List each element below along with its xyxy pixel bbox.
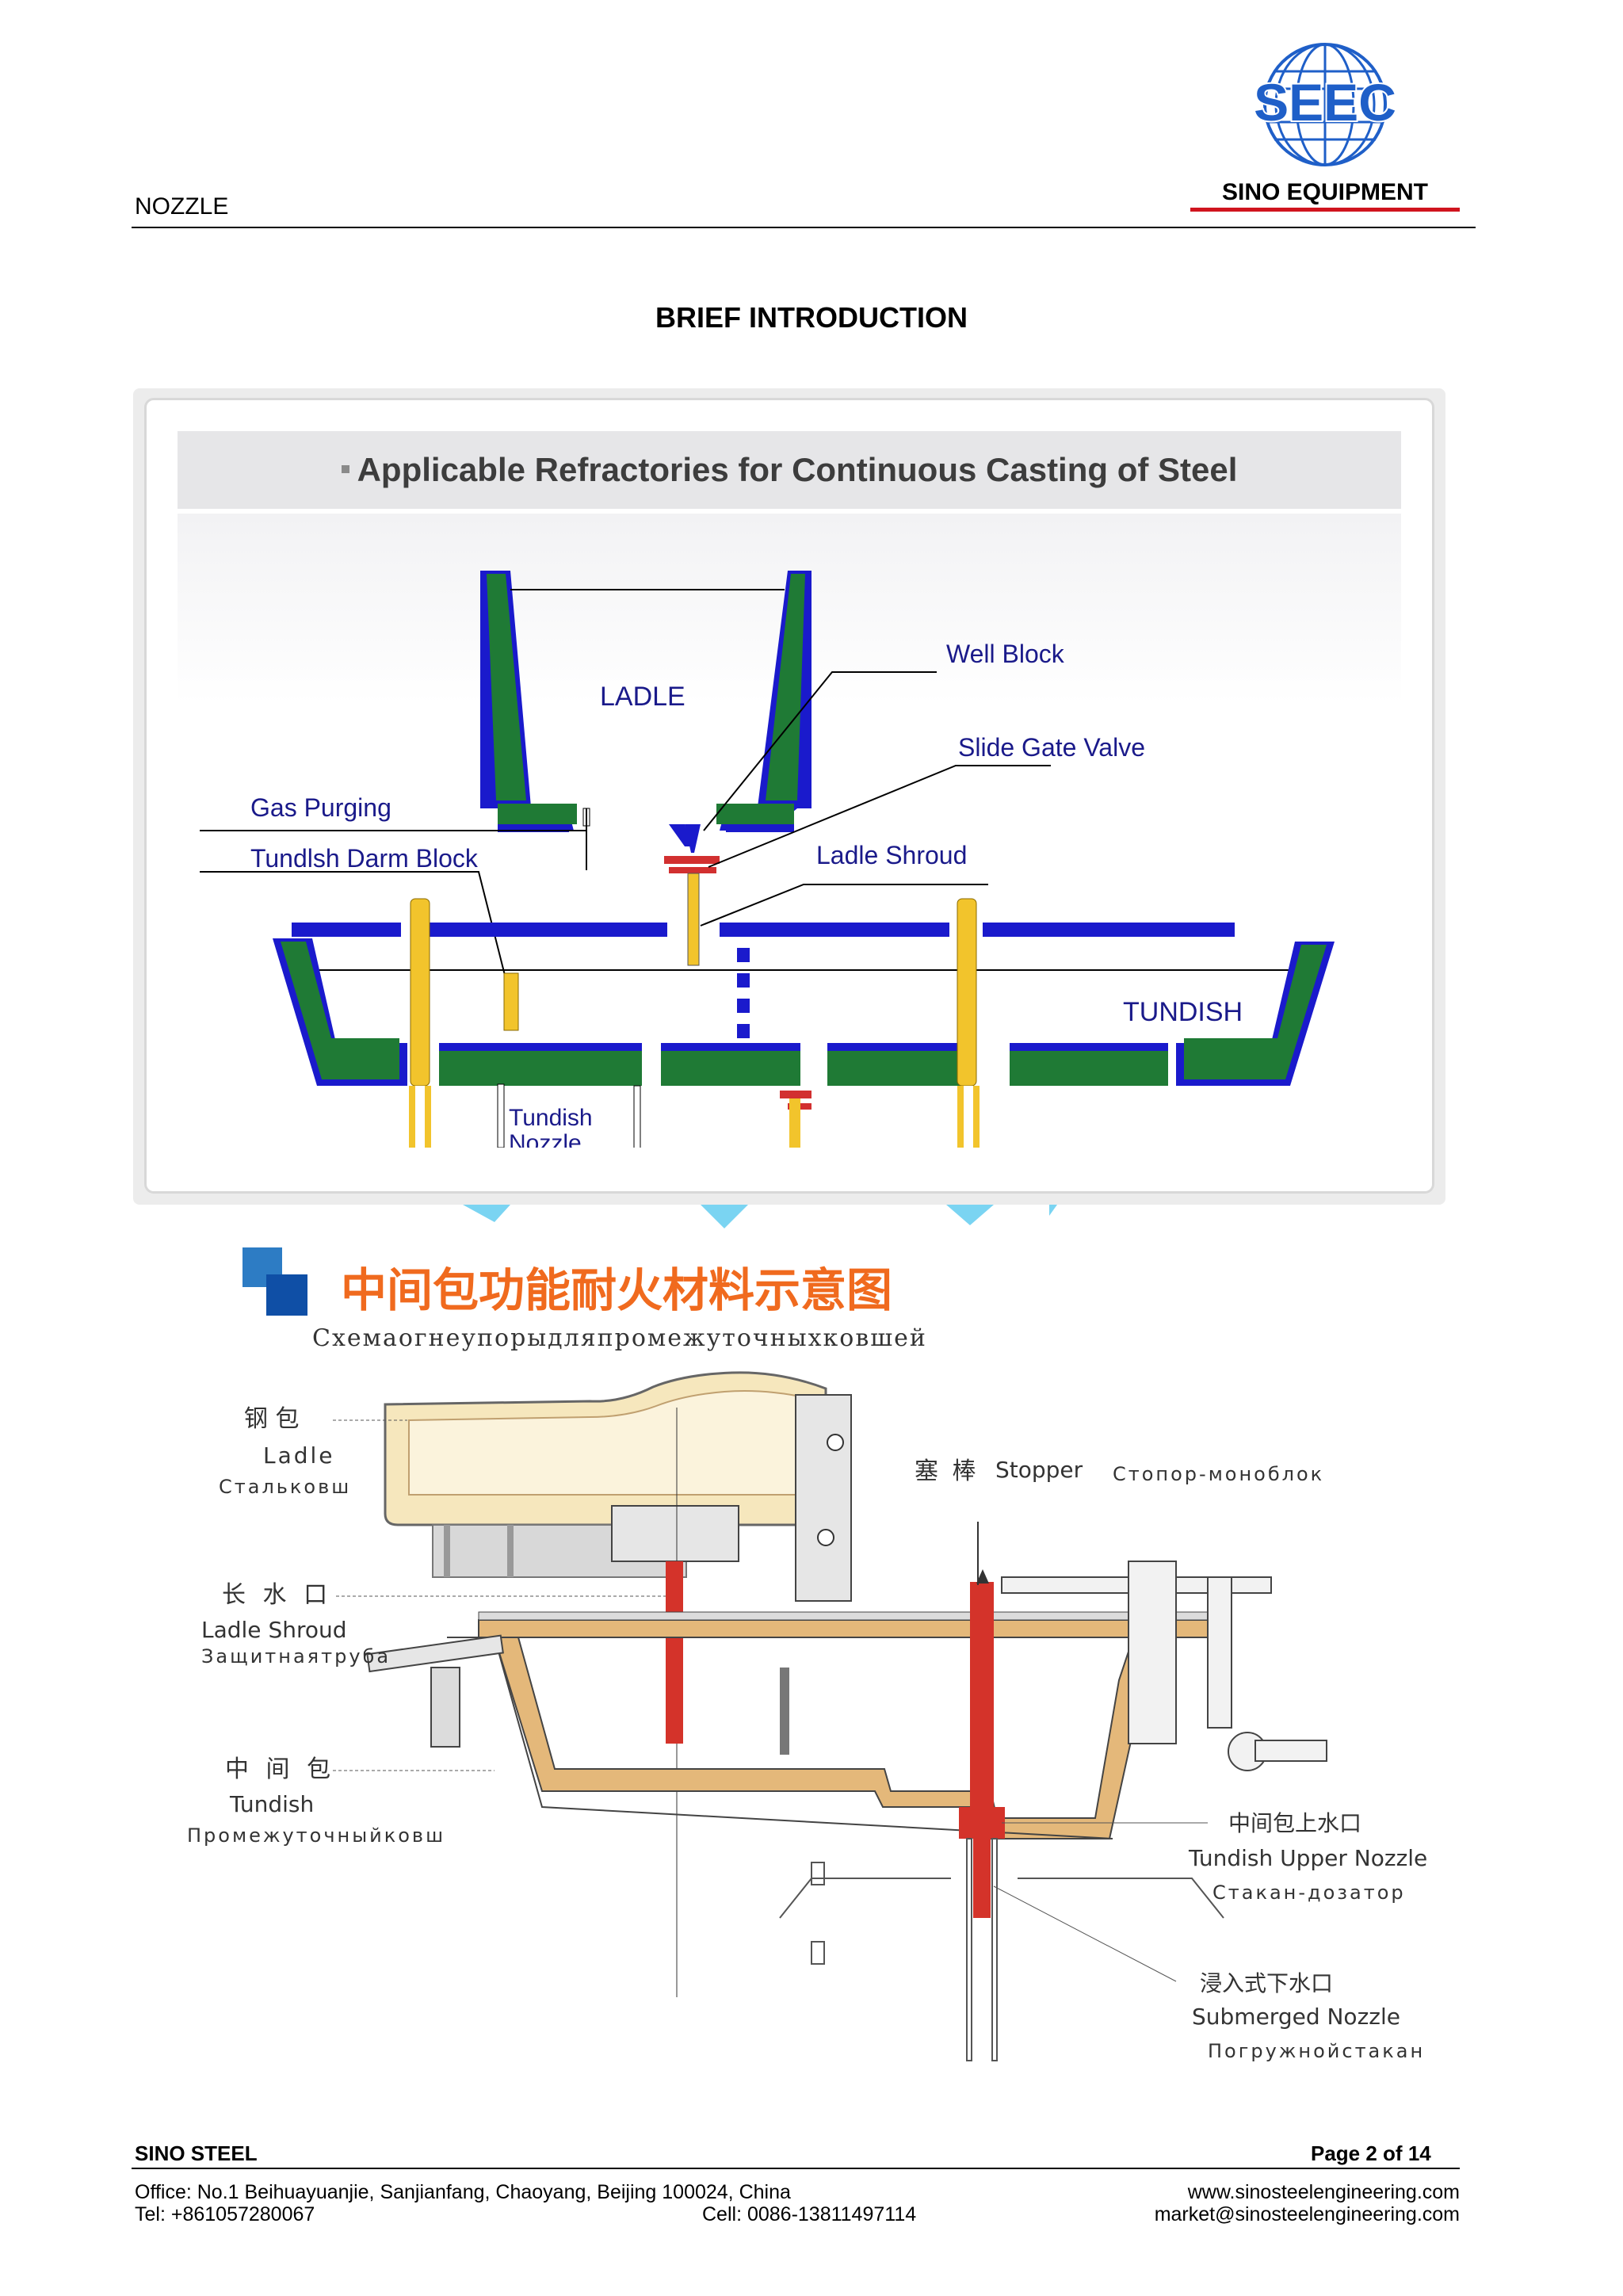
label-tundish-cn: 中 间 包 bbox=[225, 1755, 335, 1783]
label-ladle: LADLE bbox=[600, 682, 685, 712]
label-tundish-en: Tundish bbox=[229, 1791, 314, 1817]
cell-phone: Cell: 0086-13811497114 bbox=[702, 2203, 917, 2225]
document-title: NOZZLE bbox=[135, 193, 229, 220]
nozzle-drawing bbox=[959, 1807, 1005, 2061]
footer-company: SINO STEEL bbox=[135, 2141, 258, 2165]
figure2-title-cn: 中间包功能耐火材料示意图 bbox=[341, 1263, 892, 1317]
label-submerged-en: Submerged Nozzle bbox=[1192, 2004, 1400, 2030]
label-ladle-ru: Стальковш bbox=[219, 1476, 351, 1498]
label-submerged-cn: 浸入式下水口 bbox=[1200, 1970, 1333, 1996]
seec-logo: SEEC SINO EQUIPMENT bbox=[1190, 43, 1460, 212]
tundish-refractories-diagram: 中间包功能耐火材料示意图 Схемаогнеупорыдляпромежуточ… bbox=[187, 1205, 1427, 2062]
mould-drawing bbox=[779, 1862, 1224, 1965]
header-rule bbox=[132, 227, 1476, 228]
logo-caption: SINO EQUIPMENT bbox=[1222, 179, 1428, 205]
stopper-labels: 塞 棒 Stopper Стопор-моноблок bbox=[915, 1457, 1324, 1485]
right-leaders bbox=[993, 1822, 1208, 1982]
label-stopper-cn: 塞 棒 bbox=[915, 1457, 980, 1485]
label-tundish-nozzle: Tundish bbox=[509, 1105, 593, 1131]
label-shroud-en: Ladle Shroud bbox=[201, 1617, 347, 1643]
label-upper-nozzle-cn: 中间包上水口 bbox=[1228, 1810, 1361, 1836]
steel-stream bbox=[737, 948, 750, 1038]
label-upper-nozzle-en: Tundish Upper Nozzle bbox=[1188, 1845, 1427, 1871]
email-link[interactable]: market@sinosteelengineering.com bbox=[1154, 2203, 1460, 2225]
stopper-mechanism bbox=[1001, 1561, 1327, 1771]
label-shroud-cn: 长 水 口 bbox=[222, 1581, 332, 1609]
tundish-cover bbox=[288, 923, 1303, 971]
title-icon bbox=[242, 1247, 307, 1316]
logo-underline bbox=[1190, 208, 1460, 212]
figure1-title-text: Applicable Refractories for Continuous C… bbox=[357, 451, 1238, 488]
label-ladle-en: Ladle bbox=[263, 1442, 335, 1469]
left-labels: 钢 包 Ladle Стальковш 长 水 口 Ladle Shroud З… bbox=[187, 1405, 445, 1847]
label-tundish: TUNDISH bbox=[1123, 997, 1243, 1027]
label-shroud-ru: Защитнаятруба bbox=[201, 1645, 391, 1668]
tundish-drawing bbox=[366, 1611, 1229, 1839]
label-ladle-shroud: Ladle Shroud bbox=[816, 841, 967, 869]
office-address: Office: No.1 Beihuayuanjie, Sanjianfang,… bbox=[135, 2181, 791, 2203]
label-tundish-dam-block: Tundlsh Darm Block bbox=[250, 844, 479, 873]
label-stopper-en: Stopper bbox=[995, 1457, 1083, 1483]
figure2-title-ru: Схемаогнеупорыдляпромежуточныхковшей bbox=[312, 1324, 927, 1352]
label-ladle-cn: 钢 包 bbox=[244, 1405, 300, 1433]
telephone: Tel: +861057280067 bbox=[135, 2203, 315, 2225]
label-well-block: Well Block bbox=[946, 640, 1065, 668]
leader-lines bbox=[200, 671, 1051, 998]
footer-rule bbox=[132, 2168, 1460, 2169]
left-leaders bbox=[333, 1419, 666, 1771]
figure1-title: Applicable Refractories for Continuous C… bbox=[178, 431, 1401, 509]
ladle-shroud-drawing bbox=[666, 1561, 683, 1744]
label-tundish-ru: Промежуточныйковш bbox=[187, 1824, 445, 1847]
label-stopper-ru: Стопор-моноблок bbox=[1113, 1463, 1324, 1485]
logo-text: SEEC bbox=[1254, 73, 1396, 132]
section-title: BRIEF INTRODUCTION bbox=[655, 301, 968, 334]
label-tundish-nozzle-cut: Nozzle bbox=[509, 1130, 582, 1148]
tundish-nozzles bbox=[409, 1083, 980, 1148]
continuous-casting-diagram: LADLE Well Block Slide Gate Valve Gas Pu… bbox=[178, 514, 1401, 1148]
ladle-shape bbox=[480, 571, 812, 966]
watermark bbox=[463, 1205, 1057, 1228]
dam-block bbox=[503, 972, 519, 1031]
stopper-rods bbox=[410, 898, 977, 1087]
page-number: Page 2 of 14 bbox=[1311, 2141, 1431, 2165]
label-upper-nozzle-ru: Стакан-дозатор bbox=[1212, 1881, 1406, 1904]
bullet-icon bbox=[341, 464, 349, 473]
ladle-drawing bbox=[384, 1371, 852, 1997]
right-labels: 中间包上水口 Tundish Upper Nozzle Стакан-дозат… bbox=[1188, 1810, 1427, 2062]
label-submerged-ru: Погружнойстакан bbox=[1208, 2040, 1425, 2062]
label-gas-purging: Gas Purging bbox=[250, 793, 391, 822]
globe-icon bbox=[1263, 43, 1387, 166]
label-slide-gate-valve: Slide Gate Valve bbox=[958, 733, 1145, 762]
stopper-drawing bbox=[970, 1522, 994, 1820]
website-link[interactable]: www.sinosteelengineering.com bbox=[1187, 2181, 1460, 2203]
tundish-shape bbox=[273, 938, 1335, 1086]
figure1-title-band bbox=[178, 431, 1401, 509]
